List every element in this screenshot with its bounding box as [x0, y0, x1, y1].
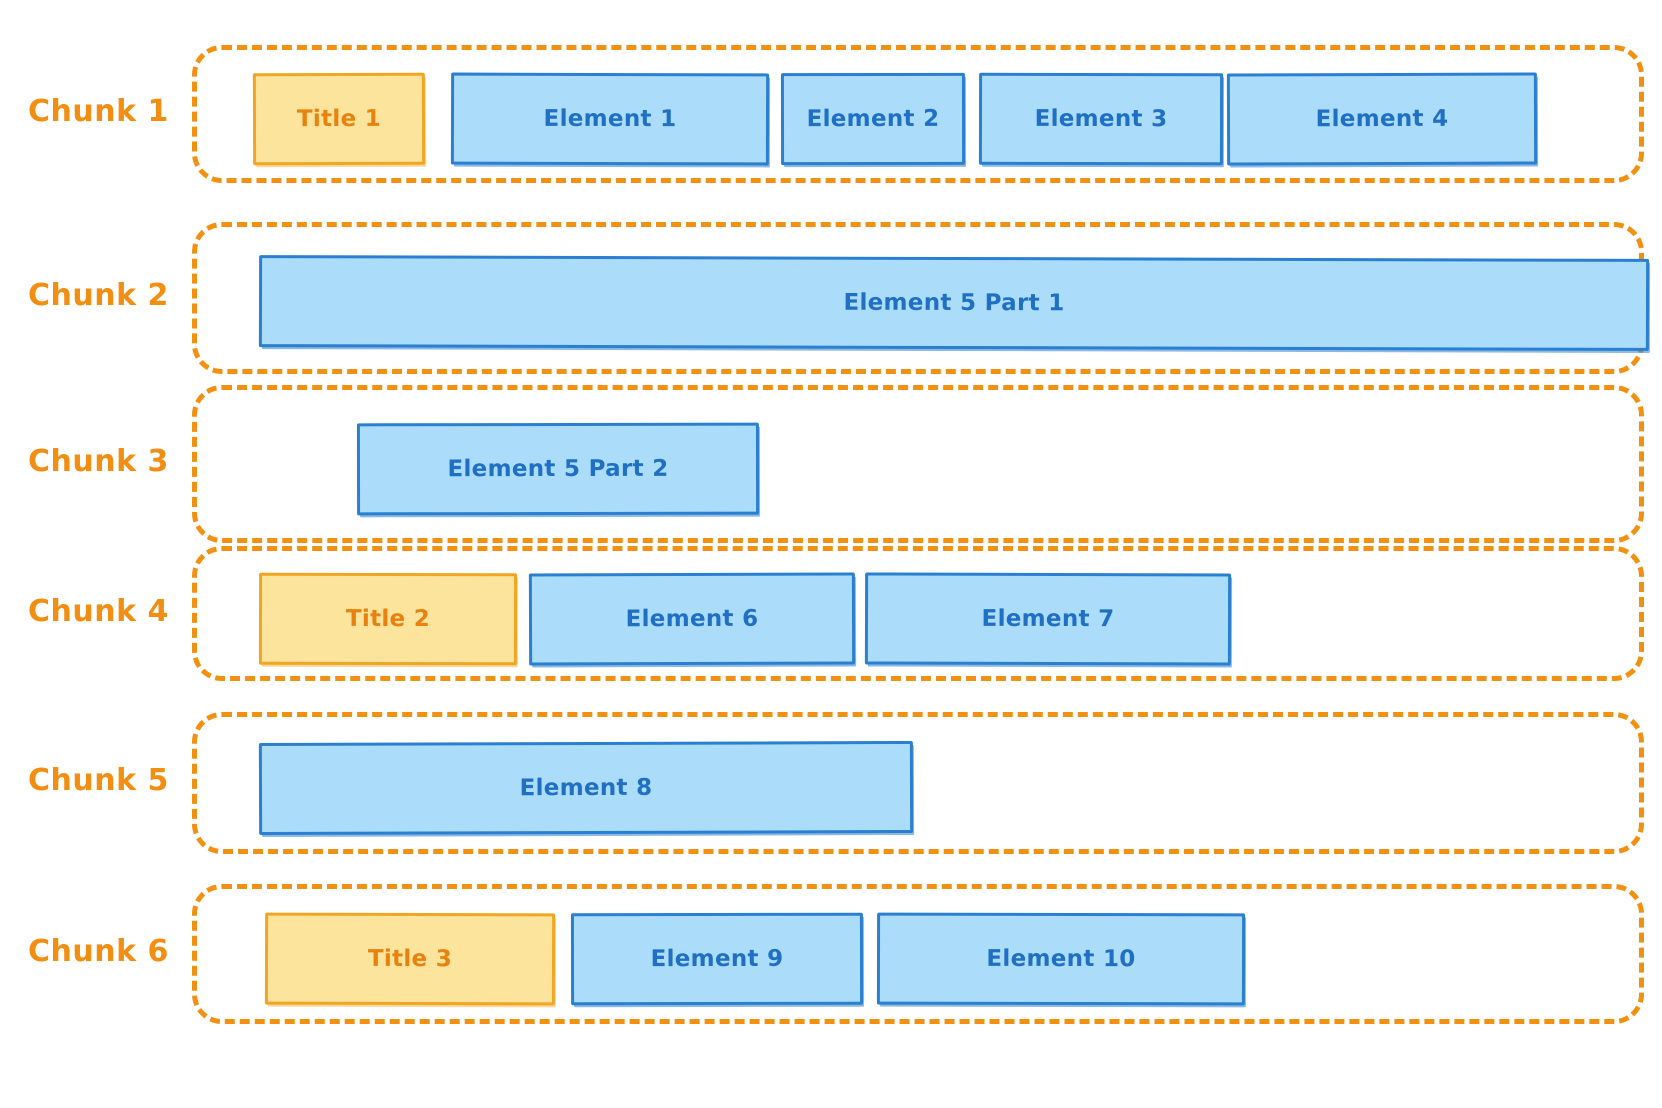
title-box-title-1[interactable]: Title 1: [252, 72, 426, 166]
chunk-label-1: Chunk 1: [28, 94, 169, 129]
chunk-row: Chunk 2 Element 5 Part 1: [0, 222, 1662, 374]
chunk-label-5: Chunk 5: [28, 763, 169, 798]
chunk-label-4: Chunk 4: [28, 593, 169, 629]
chunk-row: Chunk 3 Element 5 Part 2: [0, 385, 1662, 543]
element-box-element-4[interactable]: Element 4: [1226, 72, 1538, 166]
element-box-element-2[interactable]: Element 2: [780, 72, 966, 166]
element-box-element-1[interactable]: Element 1: [450, 72, 770, 166]
chunk-container-3: Element 5 Part 2: [192, 385, 1644, 543]
chunk-label-6: Chunk 6: [28, 934, 169, 969]
element-box-element-8[interactable]: Element 8: [258, 740, 914, 836]
chunk-label-3: Chunk 3: [28, 444, 169, 479]
chunk-content: Element 5 Part 2: [229, 390, 1639, 538]
chunk-content: Element 5 Part 1: [229, 227, 1650, 369]
element-box-element-9[interactable]: Element 9: [570, 912, 864, 1006]
element-box-element-5-part-2[interactable]: Element 5 Part 2: [356, 422, 760, 516]
element-box-element-7[interactable]: Element 7: [864, 571, 1232, 666]
element-box-element-10[interactable]: Element 10: [876, 912, 1246, 1006]
chunk-row: Chunk 5 Element 8: [0, 712, 1662, 854]
title-box-title-2[interactable]: Title 2: [258, 572, 518, 665]
element-box-element-3[interactable]: Element 3: [978, 72, 1224, 166]
title-box-title-3[interactable]: Title 3: [264, 912, 556, 1006]
chunk-label-2: Chunk 2: [28, 278, 169, 313]
element-box-element-5-part-1[interactable]: Element 5 Part 1: [258, 255, 1650, 351]
chunk-container-2: Element 5 Part 1: [192, 222, 1650, 374]
chunk-container-5: Element 8: [192, 712, 1644, 854]
chunk-content: Element 8: [229, 717, 1639, 849]
element-box-element-6[interactable]: Element 6: [528, 571, 856, 666]
